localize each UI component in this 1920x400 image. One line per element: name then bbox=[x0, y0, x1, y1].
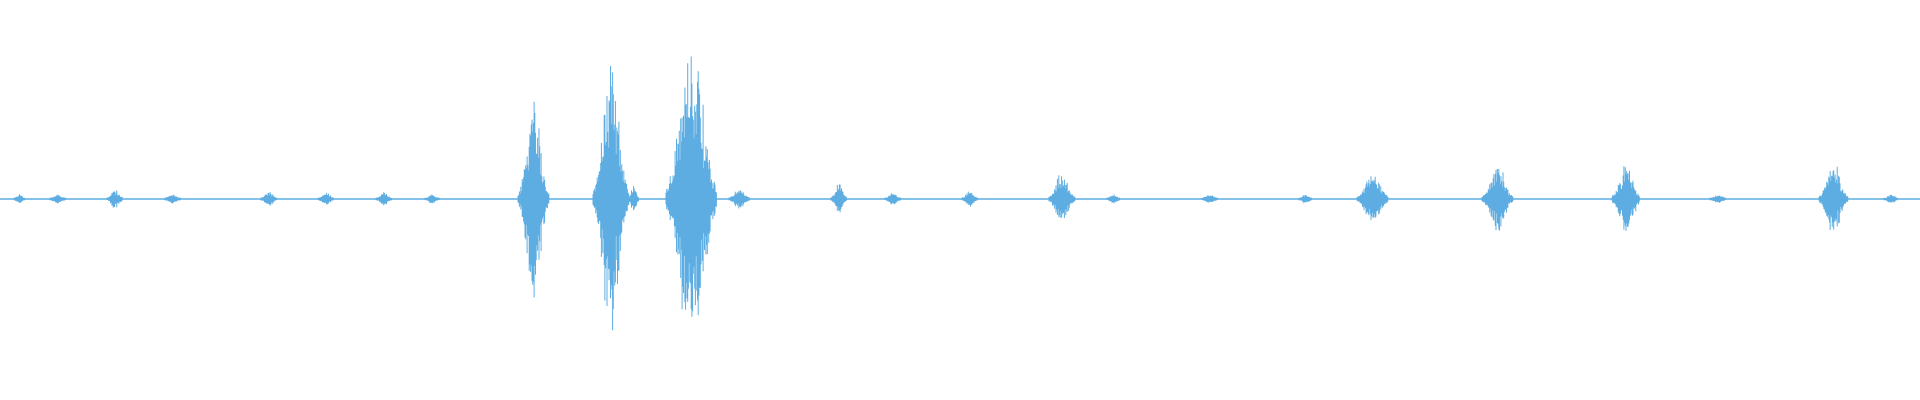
waveform-burst-path bbox=[49, 194, 66, 204]
waveform-burst bbox=[1709, 195, 1726, 203]
waveform-burst-path bbox=[164, 194, 181, 204]
waveform-burst bbox=[260, 191, 277, 206]
waveform-burst bbox=[517, 101, 550, 298]
waveform-burst bbox=[375, 192, 392, 206]
waveform-burst-path bbox=[375, 192, 392, 206]
waveform-burst bbox=[1298, 195, 1313, 204]
waveform-burst-path bbox=[13, 194, 25, 203]
waveform-burst bbox=[317, 192, 334, 205]
waveform-burst bbox=[884, 193, 901, 205]
waveform-burst bbox=[1883, 194, 1898, 203]
waveform-burst-path bbox=[1709, 195, 1726, 203]
waveform-burst-path bbox=[1883, 194, 1898, 203]
waveform-burst-path bbox=[728, 190, 750, 209]
waveform-burst-path bbox=[665, 56, 717, 317]
waveform-burst-path bbox=[627, 186, 639, 211]
waveform-burst-path bbox=[106, 190, 123, 208]
waveform-burst bbox=[1356, 176, 1389, 221]
waveform-burst bbox=[1048, 175, 1076, 218]
waveform-burst-path bbox=[1611, 166, 1640, 231]
waveform-burst bbox=[830, 184, 847, 213]
waveform-burst-path bbox=[1356, 176, 1389, 221]
waveform-burst-path bbox=[592, 66, 630, 331]
waveform-burst bbox=[728, 190, 750, 209]
waveform-burst-path bbox=[1298, 195, 1313, 204]
waveform-burst-path bbox=[961, 191, 978, 207]
waveform-burst bbox=[49, 194, 66, 204]
waveform-burst bbox=[13, 194, 25, 203]
waveform-burst-path bbox=[1106, 194, 1121, 204]
waveform-burst-path bbox=[317, 192, 334, 205]
waveform-burst bbox=[106, 190, 123, 208]
waveform-burst bbox=[961, 191, 978, 207]
waveform-burst bbox=[1611, 166, 1640, 231]
waveform-burst-path bbox=[1048, 175, 1076, 218]
waveform-burst bbox=[1106, 194, 1121, 204]
waveform-burst bbox=[665, 56, 717, 317]
waveform-burst-path bbox=[830, 184, 847, 213]
waveform-burst bbox=[1481, 169, 1514, 231]
waveform-burst-path bbox=[1201, 195, 1218, 203]
waveform-burst bbox=[627, 186, 639, 211]
waveform-burst-path bbox=[1481, 169, 1514, 231]
waveform-burst-path bbox=[884, 193, 901, 205]
waveform-burst-path bbox=[424, 194, 440, 204]
waveform-burst bbox=[592, 66, 630, 331]
waveform-burst bbox=[1201, 195, 1218, 203]
waveform-burst-path bbox=[1818, 166, 1849, 230]
waveform-burst bbox=[424, 194, 440, 204]
waveform-burst bbox=[164, 194, 181, 204]
waveform-burst-path bbox=[260, 191, 277, 206]
waveform-burst-path bbox=[517, 101, 550, 298]
waveform-burst bbox=[1818, 166, 1849, 230]
